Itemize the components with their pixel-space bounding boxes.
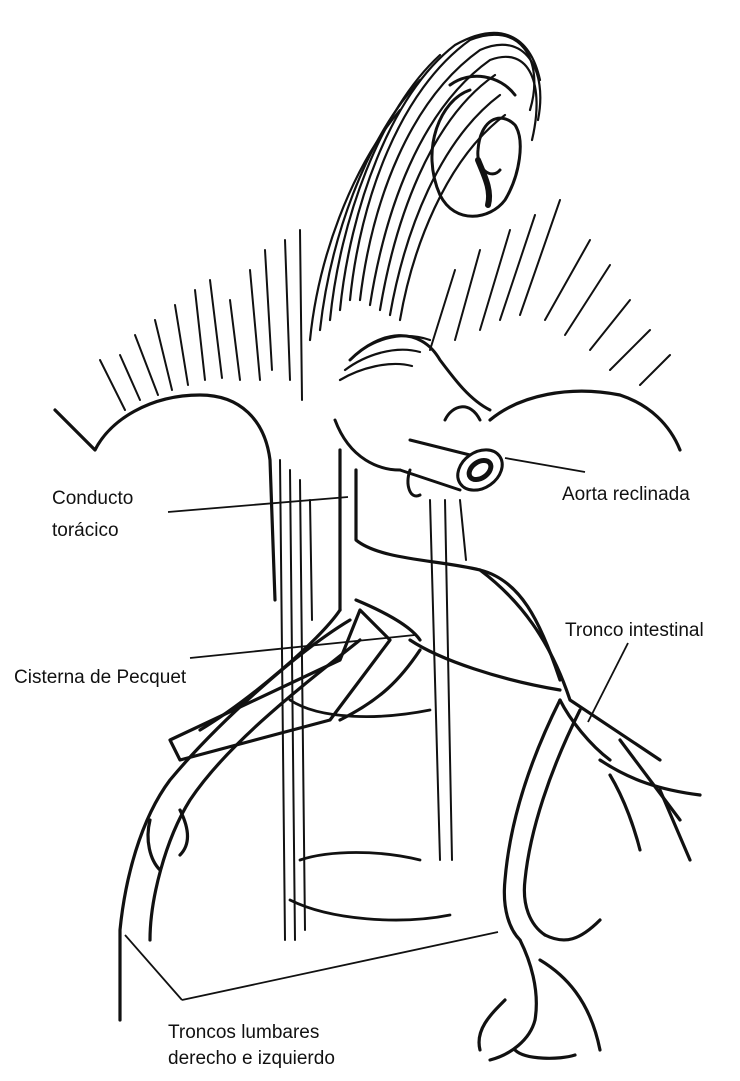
left-lumbar-trunk xyxy=(479,700,600,1060)
leader-conducto xyxy=(168,497,348,512)
label-conducto-line1: Conducto xyxy=(52,488,133,510)
leader-aorta xyxy=(505,458,585,472)
label-cisterna: Cisterna de Pecquet xyxy=(14,667,186,689)
leader-lumbar-left xyxy=(182,932,498,1000)
label-aorta: Aorta reclinada xyxy=(562,484,690,506)
label-conducto-line2: torácico xyxy=(52,520,119,542)
leader-tronco-intestinal xyxy=(588,643,628,722)
upper-organ xyxy=(432,76,520,216)
diaphragm-fibers-left xyxy=(100,230,302,410)
diaphragm-fibers-right xyxy=(430,200,670,385)
label-tronco-intestinal: Tronco intestinal xyxy=(565,620,704,642)
thoracic-duct xyxy=(200,450,560,730)
intestinal-trunk xyxy=(480,570,700,860)
leader-lumbar-right xyxy=(125,935,182,1000)
esophagus-fibers xyxy=(310,33,540,340)
lower-arcs xyxy=(290,700,450,920)
aortic-fibers xyxy=(340,336,430,380)
label-lumbares-line1: Troncos lumbares xyxy=(168,1022,319,1044)
label-lumbares-line2: derecho e izquierdo xyxy=(168,1048,335,1070)
